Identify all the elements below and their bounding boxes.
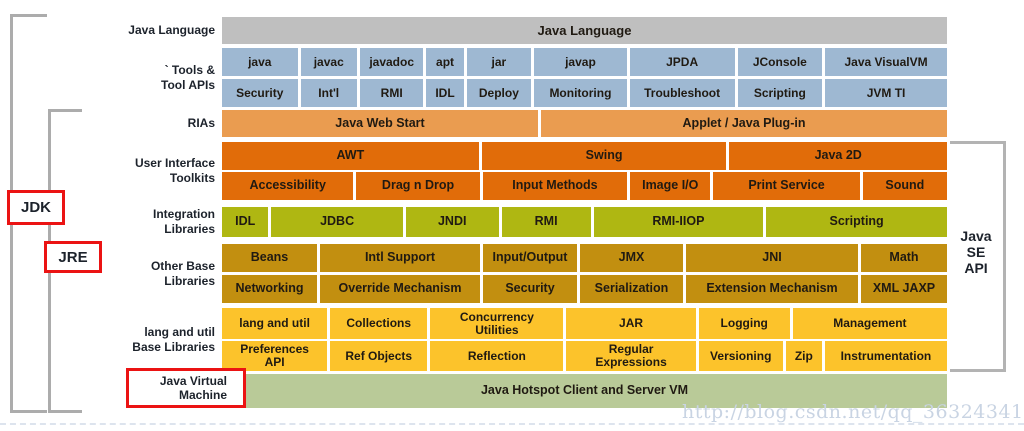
- grid-cell: Drag n Drop: [356, 172, 480, 200]
- grid-cell: apt: [426, 48, 464, 76]
- grid-cell: lang and util: [222, 308, 328, 339]
- jdk-label-box: JDK: [7, 190, 65, 225]
- java-se-api-bracket: [950, 141, 1006, 372]
- grid-cell: Zip: [785, 341, 822, 371]
- grid-cell: Int'l: [300, 79, 357, 107]
- grid-cell: javac: [300, 48, 357, 76]
- grid-cell: Input/Output: [483, 244, 577, 272]
- grid-cell: jar: [466, 48, 532, 76]
- grid-cell: Java Web Start: [222, 110, 538, 137]
- grid-cell: IDL: [426, 79, 464, 107]
- grid-cell: Preferences API: [222, 341, 328, 371]
- jvm-label-box: Java Virtual Machine: [126, 368, 246, 408]
- grid-cell: JPDA: [629, 48, 735, 76]
- grid-cell: Monitoring: [534, 79, 627, 107]
- grid-cell: JNI: [686, 244, 858, 272]
- grid-cell: Extension Mechanism: [686, 275, 858, 303]
- grid-cell: RMI: [359, 79, 424, 107]
- grid-cell: XML JAXP: [861, 275, 947, 303]
- grid-cell: Beans: [222, 244, 317, 272]
- grid-cell: JConsole: [737, 48, 823, 76]
- row-label-other-base-libraries: Other Base Libraries: [150, 258, 215, 288]
- grid-cell: javadoc: [359, 48, 424, 76]
- jvm-label: Java Virtual Machine: [159, 373, 227, 402]
- grid-cell: Troubleshoot: [629, 79, 735, 107]
- grid-cell: Management: [792, 308, 947, 339]
- jre-label-box: JRE: [44, 241, 102, 273]
- watermark-text: http://blog.csdn.net/qq_36324341: [682, 401, 1024, 423]
- row-label-integration-libraries: Integration Libraries: [153, 207, 215, 236]
- grid-cell: Concurrency Utilities: [430, 308, 564, 339]
- grid-cell: Scripting: [737, 79, 823, 107]
- row-label-ui-toolkits: User Interface Toolkits: [134, 156, 215, 185]
- grid-cell: Intl Support: [320, 244, 480, 272]
- grid-cell: JAR: [566, 308, 696, 339]
- grid-cell: Java Language: [222, 17, 947, 44]
- grid-cell: RMI-IIOP: [593, 207, 764, 237]
- grid-row-jvm: Java Hotspot Client and Server VM: [222, 374, 947, 408]
- grid-cell: Logging: [698, 308, 790, 339]
- grid-cell: Security: [483, 275, 577, 303]
- grid-cell: Sound: [862, 172, 947, 200]
- grid-cell: Versioning: [698, 341, 783, 371]
- grid-cell: Java Hotspot Client and Server VM: [222, 374, 947, 408]
- row-label-tools: ` Tools & Tool APIs: [161, 62, 215, 92]
- grid-cell: Collections: [330, 308, 428, 339]
- grid-cell: Deploy: [466, 79, 532, 107]
- grid-cell: Swing: [481, 142, 727, 170]
- grid-cell: Java 2D: [729, 142, 948, 170]
- grid-cell: JNDI: [405, 207, 499, 237]
- grid-cell: java: [222, 48, 298, 76]
- java-se-api-label: Java SE API: [960, 228, 992, 277]
- row-label-rias: RIAs: [187, 116, 215, 130]
- jdk-label: JDK: [20, 199, 51, 216]
- grid-cell: Security: [222, 79, 298, 107]
- row-label-java-language: Java Language: [128, 23, 215, 37]
- grid-cell: Image I/O: [630, 172, 711, 200]
- grid-cell: JMX: [580, 244, 683, 272]
- grid-cell: Scripting: [766, 207, 947, 237]
- jre-label: JRE: [58, 248, 88, 266]
- grid-cell: Java VisualVM: [825, 48, 947, 76]
- grid-cell: javap: [534, 48, 627, 76]
- grid-cell: Accessibility: [222, 172, 354, 200]
- row-label-lang-util-base-libraries: lang and util Base Libraries: [132, 324, 215, 354]
- grid-cell: JDBC: [271, 207, 403, 237]
- grid-row-java-language: Java Language: [222, 17, 947, 44]
- grid-cell: IDL: [222, 207, 269, 237]
- grid-cell: Regular Expressions: [566, 341, 696, 371]
- grid-cell: Applet / Java Plug-in: [541, 110, 947, 137]
- grid-cell: JVM TI: [825, 79, 947, 107]
- grid-cell: Math: [861, 244, 947, 272]
- grid-cell: Serialization: [580, 275, 683, 303]
- grid-cell: RMI: [501, 207, 591, 237]
- watermark-dashed-line: [0, 423, 1024, 425]
- grid-cell: Input Methods: [482, 172, 628, 200]
- grid-cell: AWT: [222, 142, 479, 170]
- grid-cell: Reflection: [430, 341, 564, 371]
- grid-cell: Ref Objects: [330, 341, 428, 371]
- grid-cell: Override Mechanism: [320, 275, 480, 303]
- grid-cell: Networking: [222, 275, 317, 303]
- grid-cell: Instrumentation: [824, 341, 948, 371]
- grid-cell: Print Service: [713, 172, 860, 200]
